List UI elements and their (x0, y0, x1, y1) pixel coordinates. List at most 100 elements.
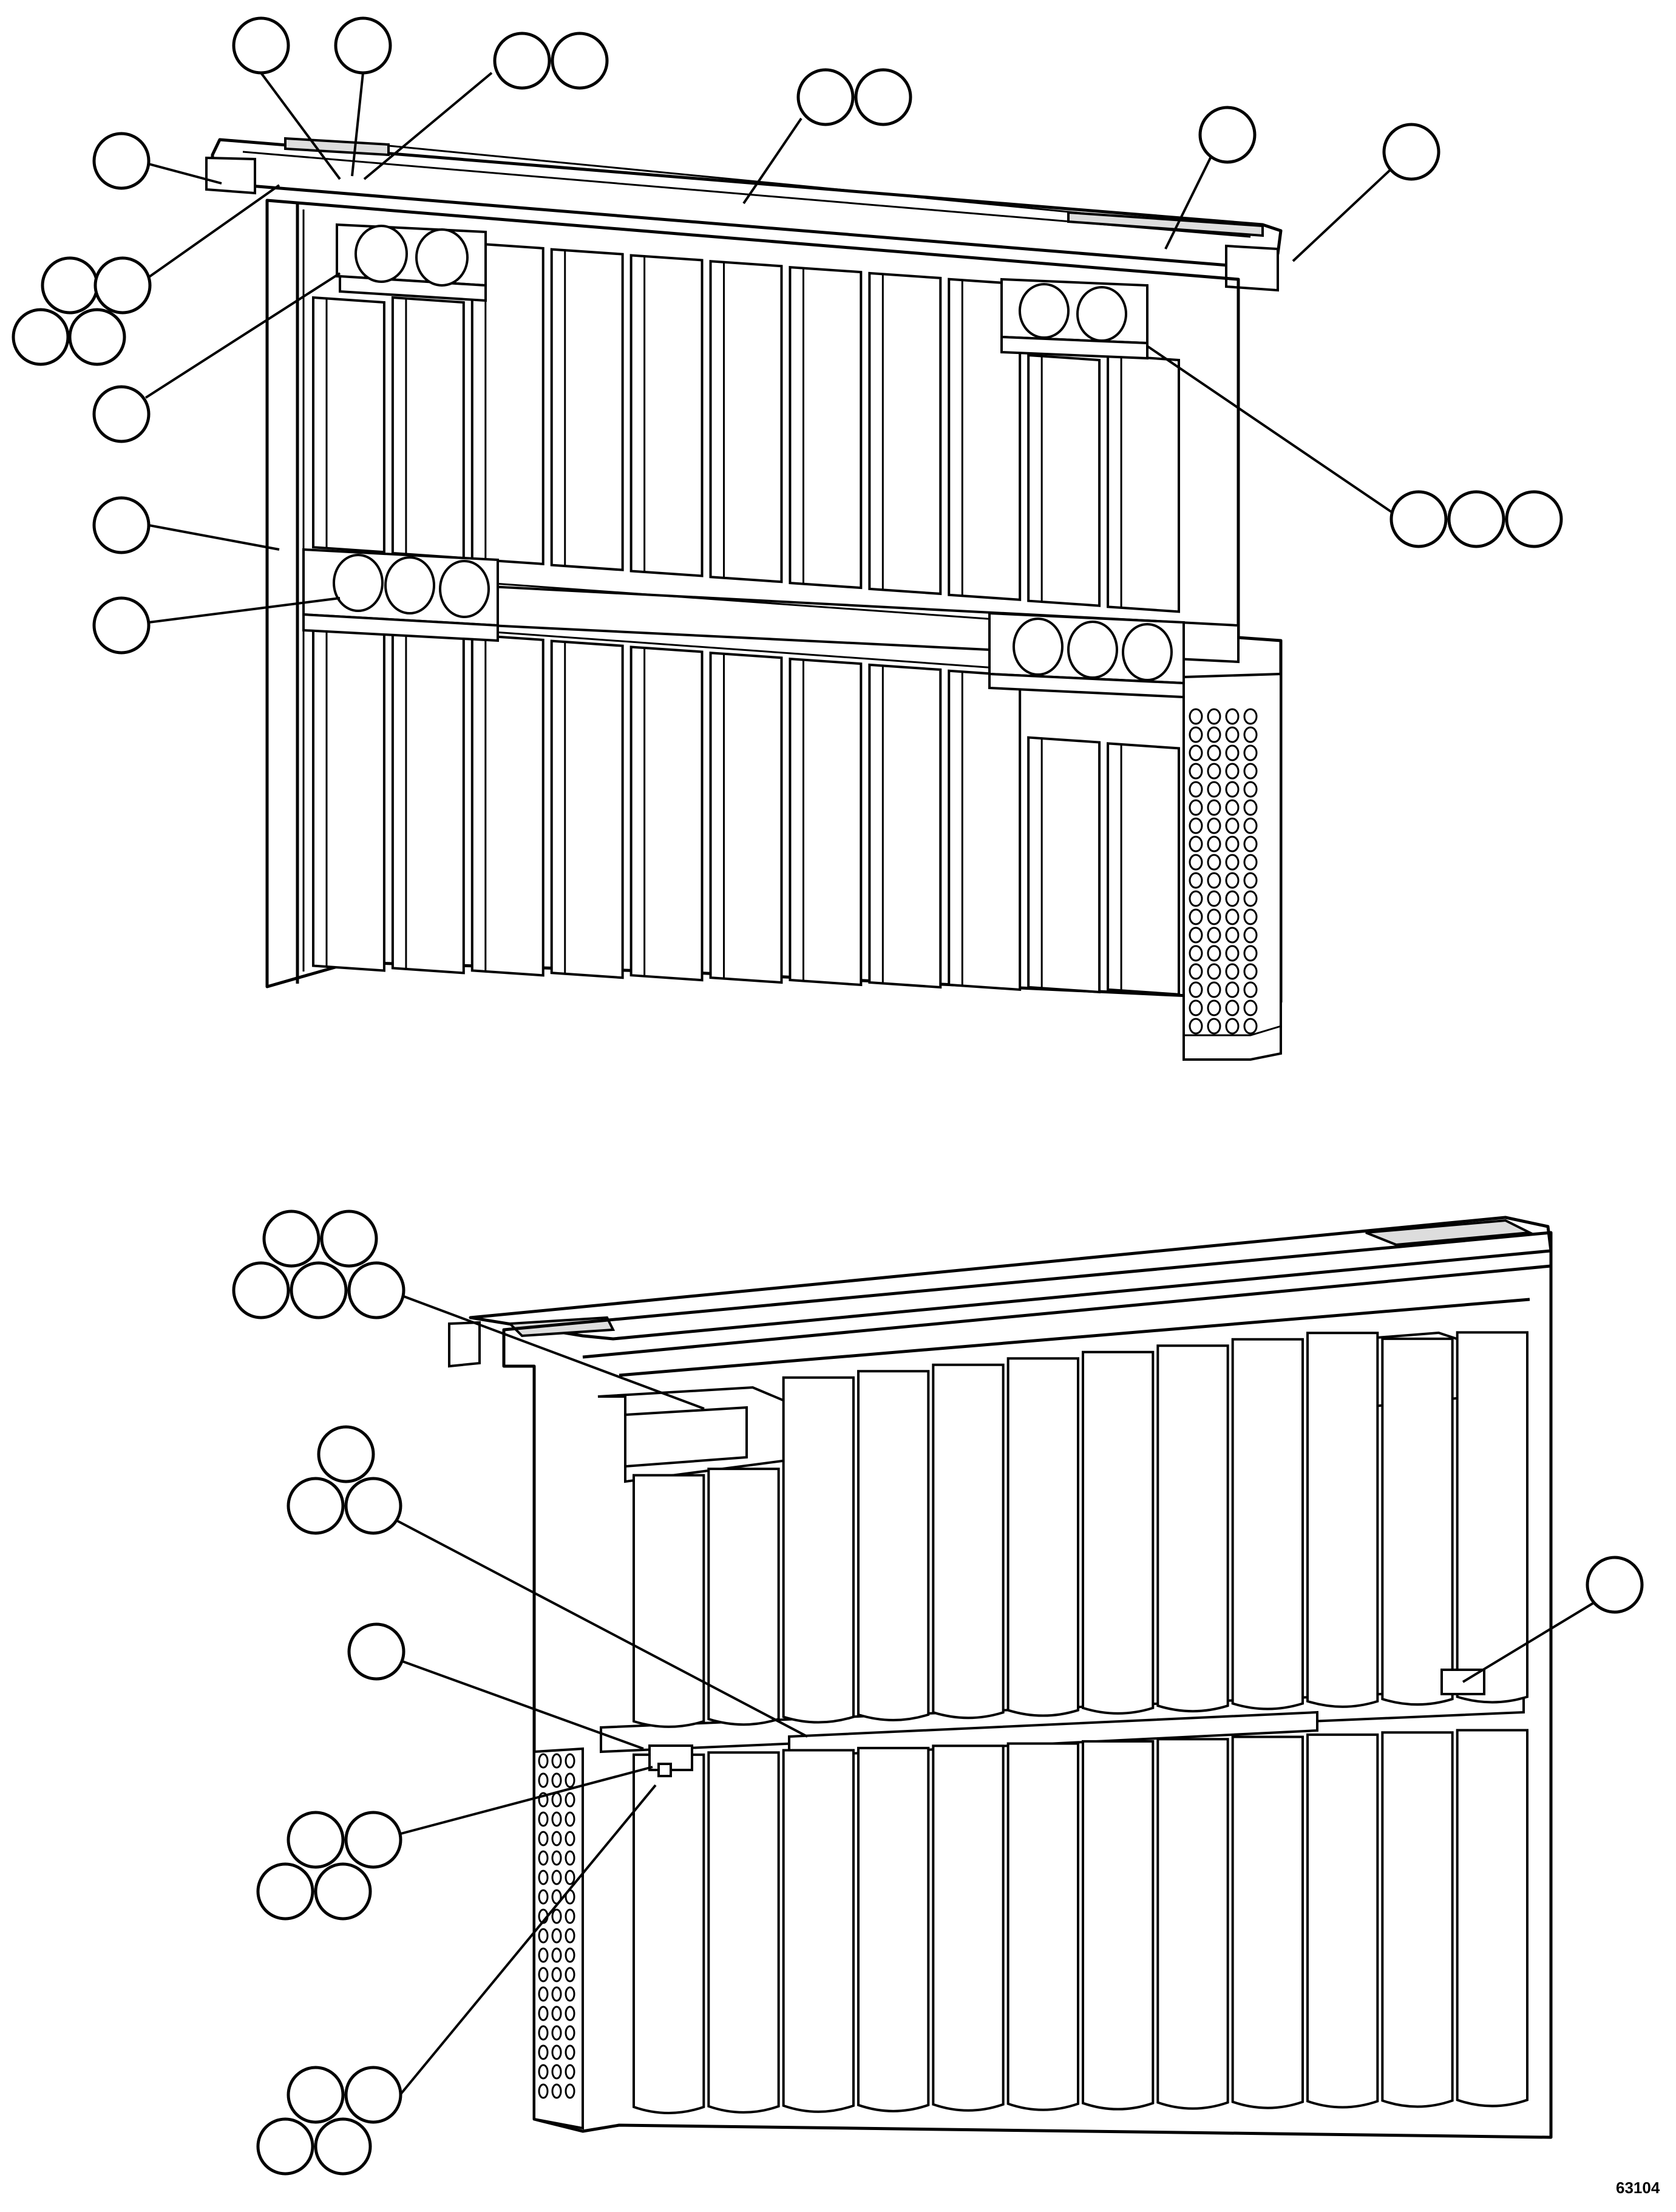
callout-bubble (290, 1261, 348, 1319)
callout-layer (12, 16, 1644, 2176)
perforation-hole (1207, 908, 1221, 925)
panel-lower (709, 652, 783, 984)
panel-lower (312, 622, 385, 972)
callout-g14 (287, 1425, 808, 1738)
callout-bubble (344, 1477, 402, 1535)
perforation-hole (1207, 744, 1221, 761)
capacitor-lower (782, 1749, 855, 2113)
callout-bubble (344, 2066, 402, 2124)
fan-module-middle-right (988, 611, 1185, 699)
callout-g17 (256, 1766, 653, 1921)
capacitor-lower (633, 1753, 705, 2114)
panel-upper (868, 271, 942, 596)
panel-upper (1027, 353, 1101, 607)
perforation-hole (1207, 708, 1221, 725)
panel-upper (948, 277, 1022, 601)
callout-bubble (317, 1425, 375, 1483)
perforation-hole (1207, 817, 1221, 834)
capacitor-lower (1006, 1742, 1079, 2111)
perforation-hole (551, 1792, 562, 1808)
perforation-hole (565, 1831, 575, 1846)
callout-g11 (92, 596, 341, 655)
perforation-hole (551, 2025, 562, 2041)
leader-line (144, 272, 341, 399)
callout-bubble (287, 1477, 345, 1535)
capacitor-lower (1456, 1729, 1528, 2108)
callout-bubble (41, 256, 99, 315)
callout-bubble (314, 1862, 372, 1921)
perforation-hole (1243, 963, 1258, 980)
perforation-hole (1189, 763, 1203, 780)
capacitor-lower (1306, 1733, 1379, 2109)
callout-g10 (92, 496, 280, 554)
perforation-hole (538, 1947, 549, 1963)
perforation-hole (1225, 835, 1240, 852)
leader-line (400, 1766, 653, 1835)
perforation-hole (551, 1870, 562, 1885)
callout-bubble (347, 1261, 405, 1319)
perforation-hole (551, 1986, 562, 2002)
leader-line (742, 117, 802, 205)
callout-bubble (92, 385, 151, 443)
perforation-hole (1243, 872, 1258, 889)
perforation-hole (565, 1870, 575, 1885)
callout-bubble (92, 596, 151, 655)
perforation-hole (1225, 981, 1240, 998)
perforated-side-cover-rear (533, 1747, 584, 2130)
front-view-cabinet (205, 137, 1283, 1061)
perforation-hole (1243, 708, 1258, 725)
capacitor-lower (1231, 1735, 1304, 2109)
callout-bubble (68, 308, 126, 366)
perforation-hole (1243, 799, 1258, 816)
fan-housing-left (597, 1386, 812, 1483)
panel-upper (312, 296, 385, 554)
panel-upper (550, 248, 624, 571)
capacitor-upper (1082, 1350, 1155, 1715)
callout-bubble (1382, 123, 1440, 181)
perforated-side-cover (1182, 672, 1282, 1061)
panel-lower (629, 645, 704, 982)
callout-g1 (232, 16, 341, 180)
leader-line (403, 1295, 705, 1410)
perforation-hole (1189, 708, 1203, 725)
panel-lower (948, 669, 1022, 992)
capacitor-upper (1231, 1338, 1304, 1710)
callout-bubble (256, 2117, 314, 2176)
perforation-hole (1225, 1018, 1240, 1035)
callout-bubble (1586, 1556, 1644, 1614)
leader-line (1164, 156, 1212, 250)
callout-g7 (92, 132, 222, 190)
perforation-hole (1225, 708, 1240, 725)
callout-bubble (551, 32, 609, 90)
perforation-hole (551, 1947, 562, 1963)
perforation-hole (1189, 854, 1203, 871)
perforation-hole (538, 1850, 549, 1866)
perforation-hole (538, 1772, 549, 1788)
perforation-hole (1189, 817, 1203, 834)
capacitor-upper (932, 1363, 1005, 1720)
panel-lower (550, 639, 624, 979)
perforation-hole (565, 1986, 575, 2002)
perforation-hole (1225, 908, 1240, 925)
perforation-hole (1225, 945, 1240, 962)
perforation-hole (1225, 781, 1240, 798)
capacitor-upper (707, 1468, 780, 1726)
perforation-hole (1207, 999, 1221, 1016)
leader-line (351, 72, 364, 177)
capacitor-upper (1156, 1344, 1229, 1713)
leader-line (144, 184, 280, 281)
panel-lower (789, 657, 863, 987)
perforation-hole (1243, 927, 1258, 944)
fan-module-middle-left (302, 548, 499, 642)
capacitor-upper (782, 1376, 855, 1724)
connector-left (648, 1744, 693, 1777)
perforation-hole (1207, 799, 1221, 816)
perforation-hole (538, 1986, 549, 2002)
callout-g6 (1292, 123, 1440, 262)
perforation-hole (1243, 781, 1258, 798)
perforation-hole (551, 1967, 562, 1982)
perforation-hole (1189, 799, 1203, 816)
leader-line (400, 1659, 644, 1750)
callout-bubble (287, 2066, 345, 2124)
